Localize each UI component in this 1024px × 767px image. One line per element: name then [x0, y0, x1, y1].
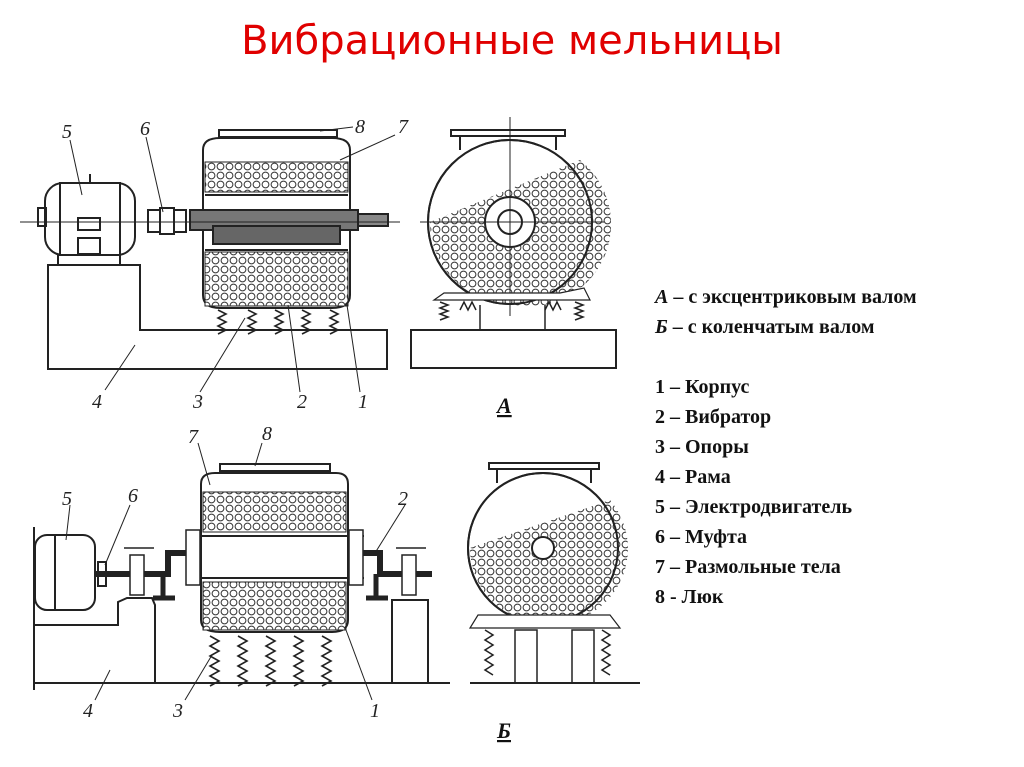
springs-3-a — [216, 309, 340, 335]
label-5-b: 5 — [62, 488, 72, 510]
label-3-b: 3 — [172, 700, 183, 722]
diagram-a-end-view — [410, 117, 617, 369]
label-8-b: 8 — [262, 423, 272, 445]
label-6-b: 6 — [128, 485, 138, 507]
diagram-a-side-view — [20, 126, 400, 393]
label-4-b: 4 — [83, 700, 93, 722]
caption-b: Б — [496, 718, 511, 743]
part-item: 2 – Вибратор — [655, 406, 772, 428]
caption-a: А — [495, 393, 512, 418]
part-item: 8 - Люк — [655, 586, 724, 608]
variant-b: Б – с коленчатым валом — [655, 316, 875, 338]
motor-5-a — [37, 174, 136, 266]
parts-legend: 1 – Корпус 2 – Вибратор 3 – Опоры 4 – Ра… — [655, 372, 852, 612]
label-1-a: 1 — [358, 391, 368, 413]
springs-3-b — [208, 635, 333, 687]
part-item: 5 – Электродвигатель — [655, 496, 853, 518]
frame-a-end — [410, 329, 617, 369]
frame-4-b — [34, 597, 156, 683]
motor-5-b — [34, 534, 96, 611]
label-6-a: 6 — [140, 118, 150, 140]
part-item: 3 – Опоры — [655, 436, 749, 458]
part-item: 1 – Корпус — [655, 376, 750, 398]
diagram-b-side-view — [33, 442, 450, 701]
label-2-b: 2 — [398, 488, 408, 510]
label-5-a: 5 — [62, 121, 72, 143]
label-7-b: 7 — [188, 426, 199, 448]
label-2-a: 2 — [297, 391, 307, 413]
variants-legend: А – с эксцентриковым валом Б – с коленча… — [655, 282, 917, 342]
variant-a: А – с эксцентриковым валом — [655, 286, 917, 308]
frame-4-a — [47, 264, 388, 370]
label-8-a: 8 — [355, 116, 365, 138]
part-item: 4 – Рама — [655, 466, 731, 488]
slide-title: Вибрационные мельницы — [241, 18, 783, 64]
label-1-b: 1 — [370, 700, 380, 722]
diagram-b-end-view — [467, 462, 640, 684]
label-7-a: 7 — [398, 116, 409, 138]
label-4-a: 4 — [92, 391, 102, 413]
part-item: 7 – Размольные тела — [655, 556, 841, 578]
label-3-a: 3 — [192, 391, 203, 413]
part-item: 6 – Муфта — [655, 526, 748, 548]
